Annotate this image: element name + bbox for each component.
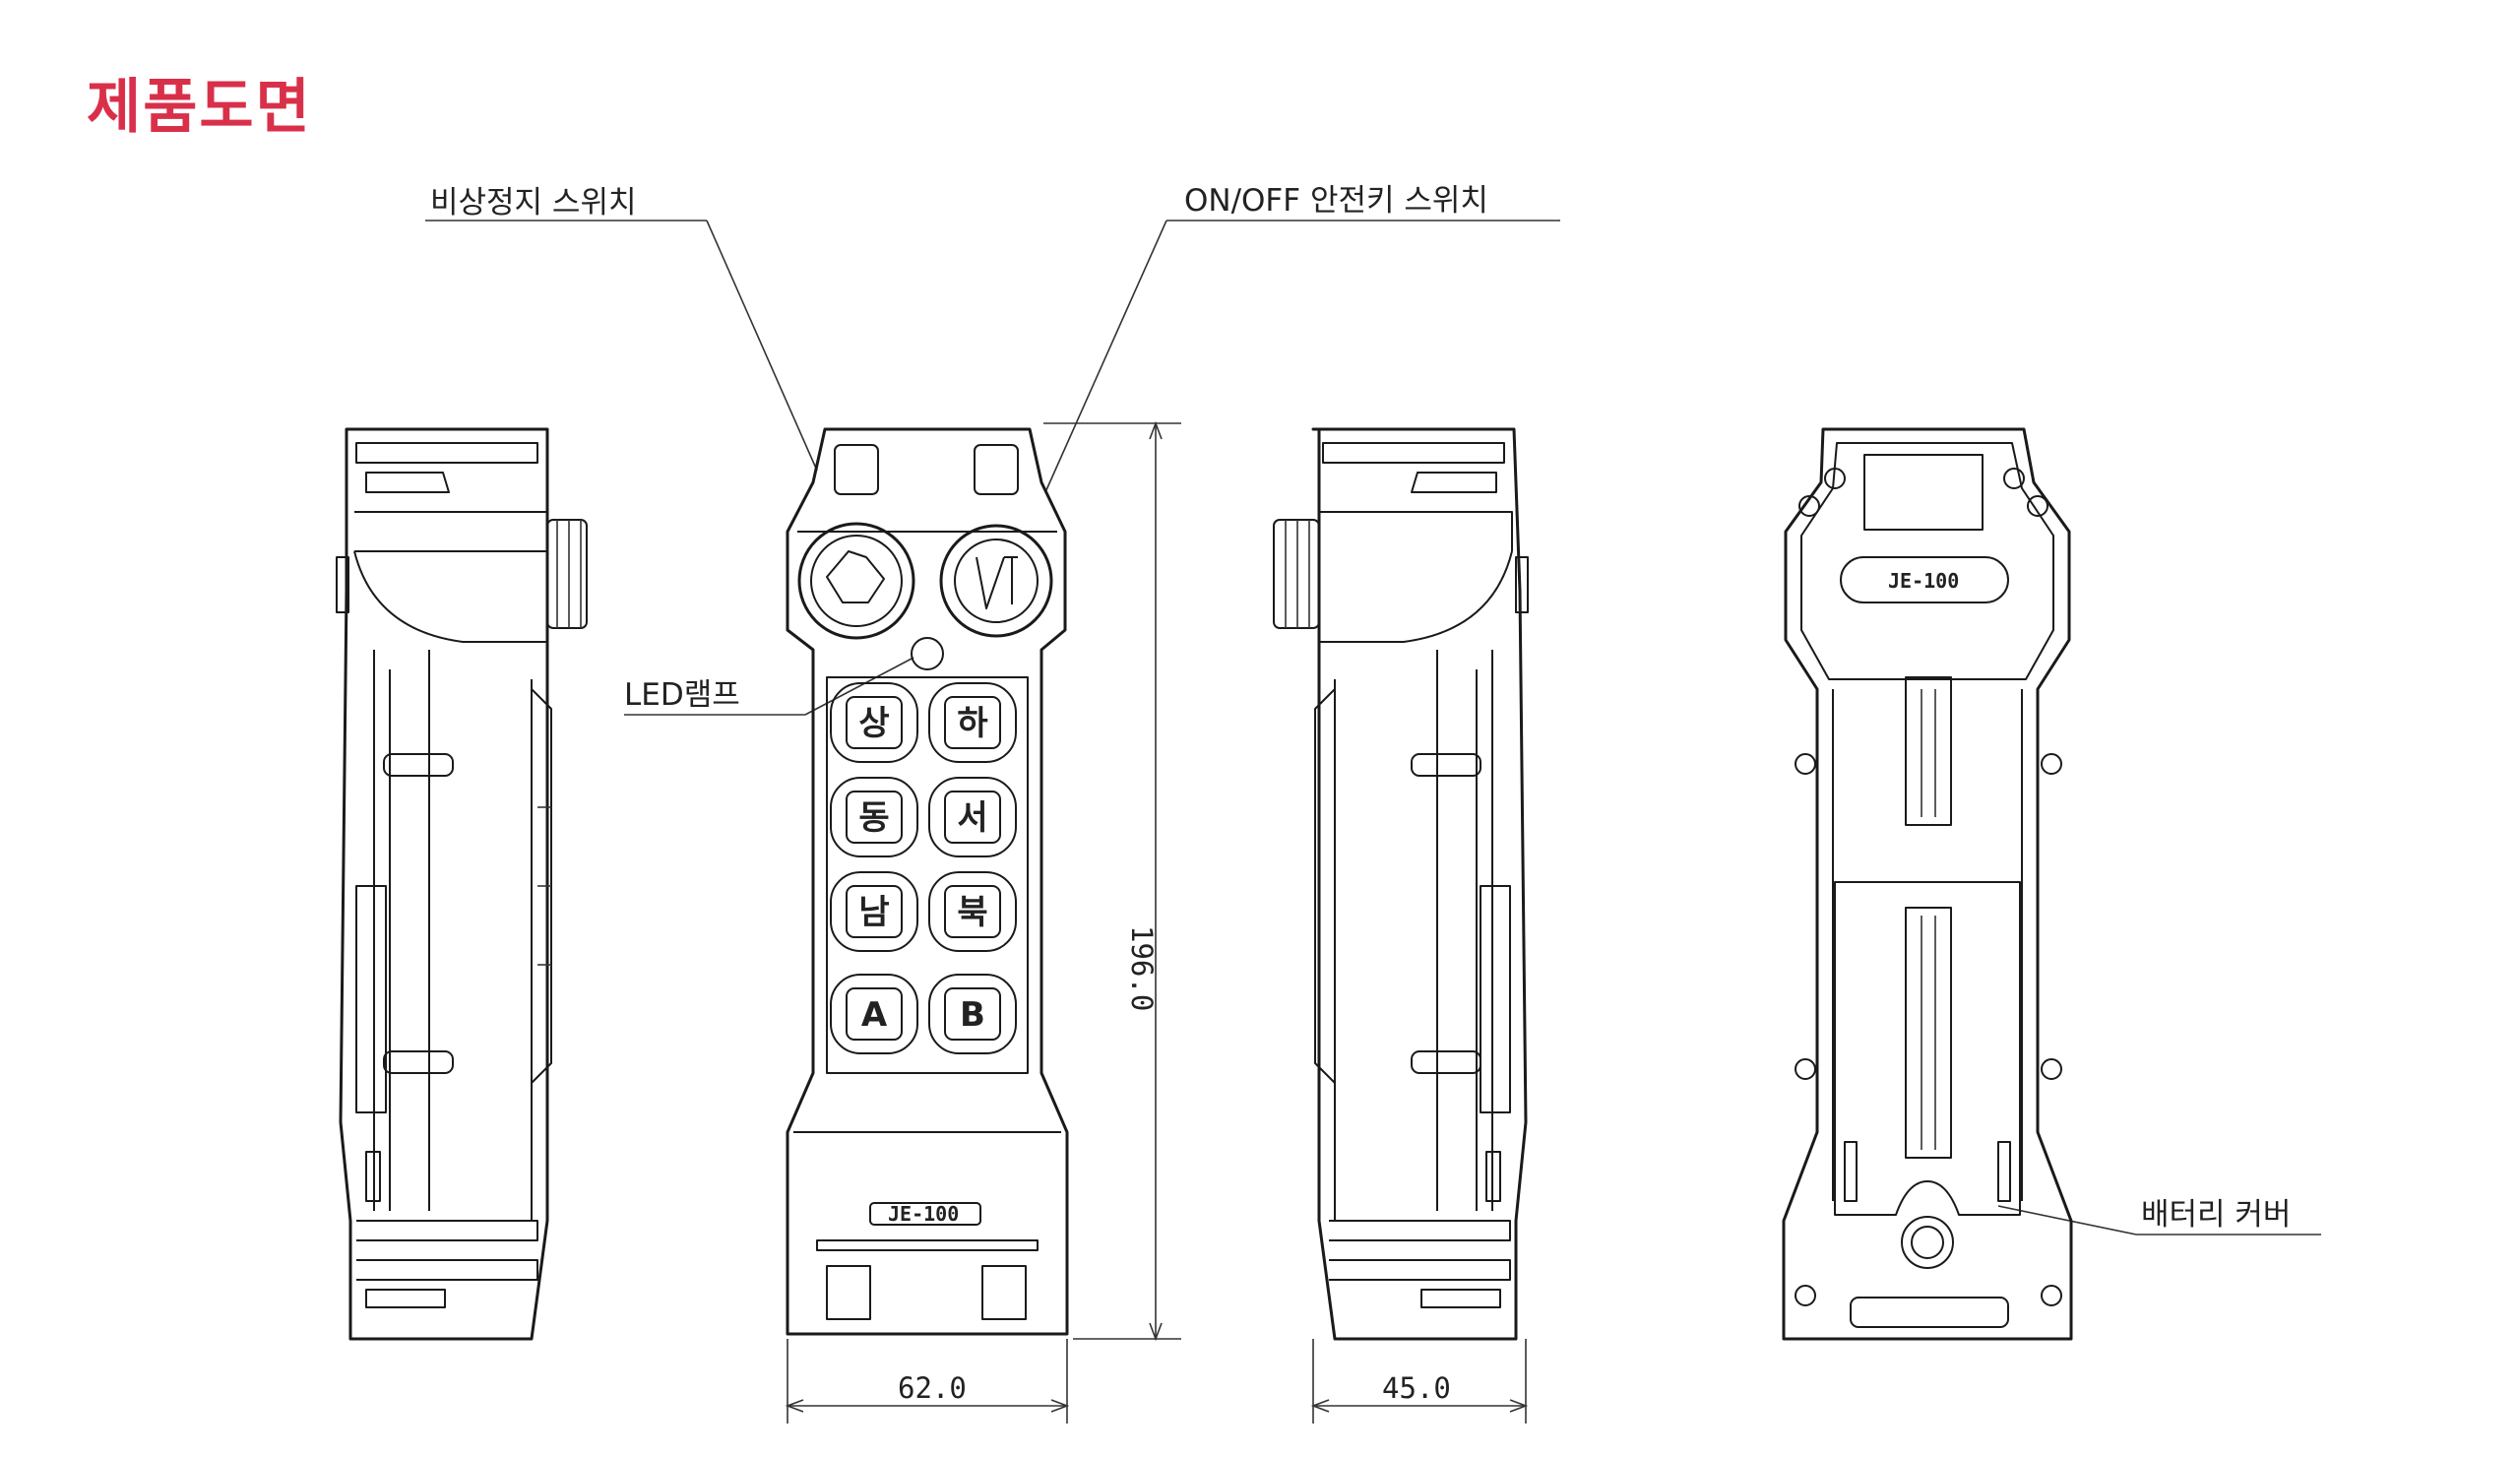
label-onoff-key: ON/OFF 안전키 스위치 <box>1044 183 1560 493</box>
keypad-button-8: B <box>928 974 1017 1054</box>
keypad-button-7: A <box>830 974 918 1054</box>
dimension-height: 196.0 <box>1043 420 1181 1342</box>
keypad-button-1: 상 <box>830 682 918 763</box>
dimension-depth-side-text: 45.0 <box>1382 1371 1451 1405</box>
onoff-key-switch <box>939 524 1053 638</box>
front-view: 상 하동 서남 북 A B JE-100 196.0 <box>785 420 1181 1424</box>
side-view-left <box>336 427 588 1341</box>
back-view: JE-100 <box>1782 427 2073 1341</box>
keypad-button-5: 남 <box>830 871 918 952</box>
keypad-button-2: 하 <box>928 682 1017 763</box>
label-battery-cover-text: 배터리 커버 <box>2141 1197 2291 1233</box>
keypad-button-label: 동 <box>858 798 889 838</box>
keypad-button-6: 북 <box>928 871 1017 952</box>
keypad-button-label: 서 <box>957 798 987 838</box>
keypad-button-3: 동 <box>830 777 918 857</box>
keypad-button-label: B <box>960 995 985 1035</box>
keypad-button-label: 상 <box>858 704 889 743</box>
keypad-button-4: 서 <box>928 777 1017 857</box>
keypad-button-label: 하 <box>957 704 987 743</box>
keypad-button-label: 북 <box>957 893 987 932</box>
keypad-button-label: A <box>861 995 888 1035</box>
dimension-width-front-text: 62.0 <box>898 1371 967 1405</box>
dimension-width-front: 62.0 <box>785 1339 1070 1424</box>
back-logo: JE-100 <box>1888 569 1959 593</box>
back-window <box>1863 454 1984 531</box>
label-battery-cover: 배터리 커버 <box>1997 1197 2321 1235</box>
dimension-depth-side: 45.0 <box>1310 1339 1529 1424</box>
side-view-right: 45.0 <box>1273 427 1529 1424</box>
led-lamp <box>911 637 944 670</box>
label-emergency-stop-text: 비상정지 스위치 <box>430 185 637 221</box>
page-title: 제품도면 <box>87 73 312 142</box>
keypad-button-label: 남 <box>858 893 889 932</box>
label-onoff-key-text: ON/OFF 안전키 스위치 <box>1184 183 1488 219</box>
back-logo-plate <box>1840 556 2009 603</box>
dimension-height-text: 196.0 <box>1125 925 1159 1011</box>
battery-cover <box>1834 881 2021 1216</box>
label-led-lamp-text: LED램프 <box>624 677 740 713</box>
front-logo: JE-100 <box>888 1202 959 1226</box>
label-led-lamp: LED램프 <box>624 657 914 716</box>
label-emergency-stop: 비상정지 스위치 <box>425 185 818 472</box>
keypad: 상 하동 서남 북 A B <box>830 682 1017 1054</box>
emergency-stop-switch <box>797 522 915 640</box>
